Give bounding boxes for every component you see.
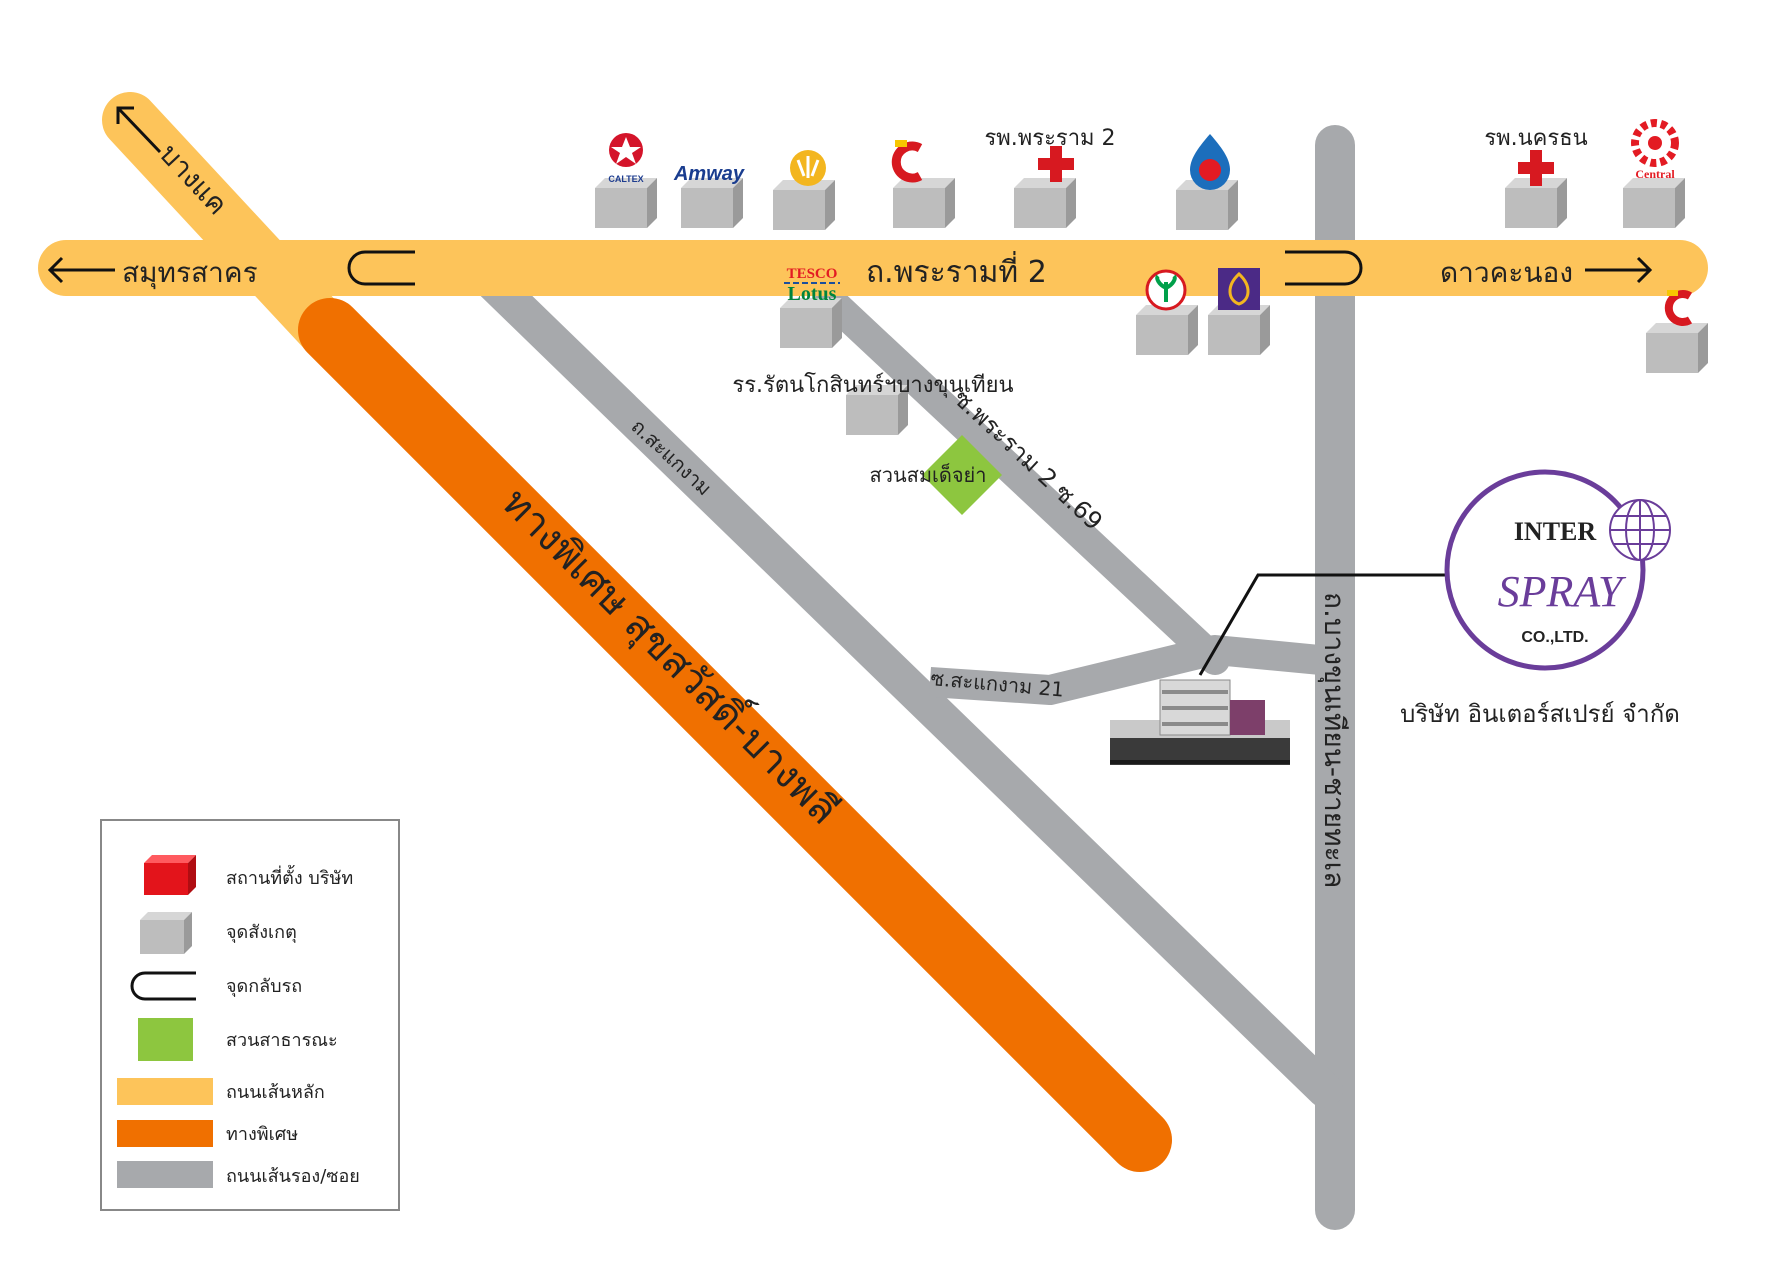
landmark-cube (1623, 178, 1685, 228)
label-bang-khun-thian: ถ.บางขุนเทียน-ชายทะเล (1317, 592, 1351, 888)
road-bang-khae (102, 92, 353, 358)
label-park: สวนสมเด็จย่า (870, 462, 987, 487)
company-building-image (1110, 679, 1290, 765)
hospital-cross-icon-nakhon-thon (1518, 150, 1554, 186)
landmark-cube (681, 178, 743, 228)
central-logo: Central (1631, 119, 1679, 181)
company-pointer-line (1198, 573, 1448, 676)
scb-logo (1218, 268, 1260, 310)
landmark-cube (1136, 305, 1198, 355)
kasikorn-logo (1145, 269, 1187, 311)
svg-text:INTER: INTER (1514, 517, 1597, 546)
svg-text:Amway: Amway (673, 163, 745, 185)
label-samut-sakhon: สมุทรสาคร (122, 256, 258, 290)
company-logo: INTER SPRAY CO.,LTD. (1444, 469, 1671, 671)
label-dao-khanong: ดาวคะนอง (1440, 256, 1573, 289)
legend: สถานที่ตั้ง บริษัท จุดสังเกตุ จุดกลับรถ … (100, 819, 400, 1211)
park-marker (922, 435, 1002, 515)
yellow-bar-icon (117, 1078, 213, 1105)
legend-label: ถนนเส้นรอง/ซอย (226, 1166, 360, 1187)
landmark-cube (1208, 305, 1270, 355)
legend-label: จุดสังเกตุ (226, 922, 297, 943)
label-school: รร.รัตนโกสินทร์ฯบางขุนเทียน (732, 372, 1013, 398)
red-cube-icon (144, 855, 196, 895)
svg-text:SPRAY: SPRAY (1498, 567, 1627, 616)
landmark-cube (780, 298, 842, 348)
orange-bar-icon (117, 1120, 213, 1147)
u-turn-legend-icon (130, 971, 196, 1001)
seven-eleven-c-logo-south (1664, 290, 1693, 326)
arrow-bang-khae-icon (116, 106, 162, 154)
svg-text:TESCO: TESCO (787, 266, 838, 282)
svg-text:Lotus: Lotus (788, 283, 837, 305)
landmark-cube (1014, 178, 1076, 228)
globe-icon (1609, 499, 1671, 561)
legend-label: ถนนเส้นหลัก (226, 1082, 325, 1103)
label-rama2: ถ.พระรามที่ 2 (866, 251, 1047, 290)
seven-eleven-c-logo (891, 140, 923, 183)
green-square-icon (138, 1018, 193, 1061)
label-sakae-ngam: ถ.สะแกงาม (627, 414, 717, 500)
svg-text:Central: Central (1635, 167, 1675, 181)
u-turn-icon-west (347, 250, 415, 286)
legend-label: จุดกลับรถ (226, 976, 302, 997)
company-name: บริษัท อินเตอร์สเปรย์ จำกัด (1400, 700, 1680, 728)
label-expressway: ทางพิเศษ สุขสวัสดิ์-บางพลี (492, 475, 852, 835)
kasemkij-logo (790, 150, 826, 186)
amway-logo: Amway (673, 163, 745, 185)
legend-label: สถานที่ตั้ง บริษัท (226, 865, 353, 889)
u-turn-icon-east (1285, 250, 1363, 286)
gray-cube-icon (140, 912, 192, 954)
caltex-logo: CALTEX (608, 133, 644, 184)
expressway (298, 298, 1172, 1172)
road-soi-rama2-69 (815, 285, 1230, 675)
label-nakhon-thon-hospital: รพ.นครธน (1484, 126, 1587, 151)
svg-text:CO.,LTD.: CO.,LTD. (1521, 629, 1588, 646)
legend-label: สวนสาธารณะ (226, 1030, 338, 1051)
hospital-cross-icon-rama2 (1038, 146, 1074, 182)
ptt-logo (1190, 134, 1230, 190)
label-rama2-hospital: รพ.พระราม 2 (984, 126, 1115, 151)
gray-bar-icon (117, 1161, 213, 1188)
legend-label: ทางพิเศษ (226, 1124, 298, 1145)
landmark-cube (595, 178, 657, 228)
secondary-roads (472, 125, 1355, 1230)
svg-text:CALTEX: CALTEX (608, 174, 643, 184)
main-roads (38, 92, 1708, 358)
tesco-lotus-logo: TESCO Lotus (784, 266, 840, 305)
landmark-cube (773, 180, 835, 230)
arrow-samut-sakhon-icon (47, 256, 115, 284)
landmark-cube (1646, 323, 1708, 373)
arrow-dao-khanong-icon (1585, 256, 1653, 284)
road-soi-sakae-ngam-21 (929, 635, 1322, 705)
landmark-cube (893, 178, 955, 228)
road-sakae-ngam (472, 262, 1343, 1108)
